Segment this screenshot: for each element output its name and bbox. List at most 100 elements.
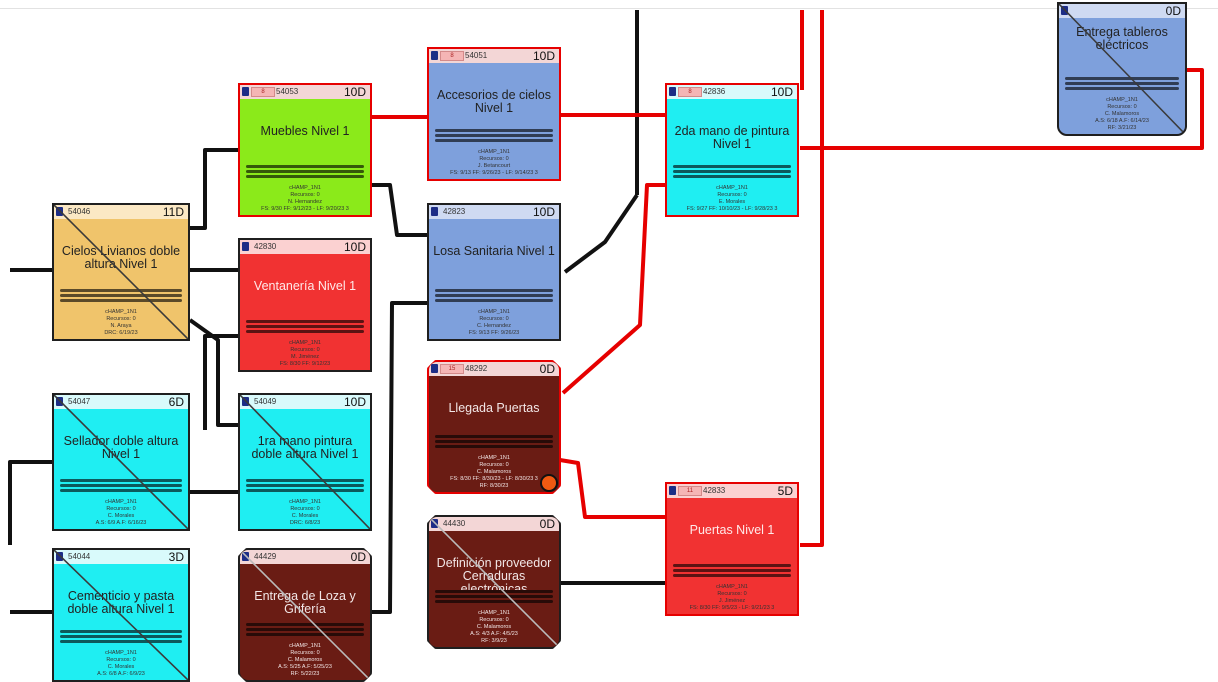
task-title: Ventanería Nivel 1 bbox=[253, 279, 357, 293]
flag-icon bbox=[431, 364, 438, 373]
strike-line bbox=[429, 517, 559, 647]
link bbox=[372, 301, 427, 614]
task-meta-line: J. Jiménez bbox=[718, 598, 746, 604]
task-meta-line: J. Betancourt bbox=[477, 163, 511, 169]
strike-line bbox=[54, 395, 188, 529]
task-meta-line: M. Jiménez bbox=[290, 354, 320, 360]
task-header: 42823 10D bbox=[429, 205, 559, 219]
priority-badge: 11 bbox=[678, 486, 702, 496]
strike-line bbox=[54, 550, 188, 680]
task-title: Muebles Nivel 1 bbox=[260, 124, 350, 138]
task-title: Sellador doble altura Nivel 1 bbox=[63, 434, 179, 461]
task-meta-line: FS: 9/30 FF: 9/12/23 - LF: 9/20/23 3 bbox=[261, 206, 349, 212]
link bbox=[800, 68, 1204, 150]
task-meta-line: Recursos: 0 bbox=[290, 506, 320, 512]
link bbox=[800, 10, 824, 547]
progress-bars bbox=[673, 165, 791, 185]
progress-bars bbox=[435, 129, 553, 149]
connector-handle[interactable] bbox=[540, 474, 558, 492]
task-meta-line: cHAMP_1N1 bbox=[289, 643, 321, 649]
task-meta-line: Recursos: 0 bbox=[290, 347, 320, 353]
task-meta-line: cHAMP_1N1 bbox=[478, 149, 510, 155]
task-meta-line: FS: 8/30 FF: 9/5/23 - LF: 9/21/23 3 bbox=[689, 605, 775, 611]
task-meta-line: cHAMP_1N1 bbox=[105, 499, 137, 505]
progress-bars bbox=[60, 479, 182, 499]
task-meta-line: Recursos: 0 bbox=[106, 506, 136, 512]
progress-bars bbox=[435, 289, 553, 309]
task-meta-line: cHAMP_1N1 bbox=[289, 340, 321, 346]
task-duration: 10D bbox=[770, 85, 793, 99]
task-meta-line: DRC: 6/19/23 bbox=[104, 330, 138, 336]
task-meta-line: DRC: 6/8/23 bbox=[289, 520, 321, 526]
task-duration: 0D bbox=[350, 550, 366, 564]
flag-icon bbox=[431, 207, 438, 216]
progress-bars bbox=[246, 623, 364, 643]
task-code: 54049 bbox=[254, 397, 277, 406]
task-title: Cielos Livianos doble altura Nivel 1 bbox=[61, 244, 181, 271]
strike-line bbox=[240, 550, 370, 680]
task-meta-line: FS: 9/13 FF: 9/26/23 - LF: 9/14/23 3 bbox=[450, 170, 538, 176]
task-title: 2da mano de pintura Nivel 1 bbox=[674, 124, 790, 151]
task-code: 54053 bbox=[276, 87, 299, 96]
priority-badge: 8 bbox=[678, 87, 702, 97]
task-meta-line: Recursos: 0 bbox=[290, 192, 320, 198]
task-meta-line: E. Morales bbox=[718, 199, 746, 205]
task-code: 42823 bbox=[443, 207, 466, 216]
task-meta-line: N. Araya bbox=[110, 323, 132, 329]
task-meta-line: N. Hernandez bbox=[288, 199, 322, 205]
progress-bars bbox=[246, 479, 364, 499]
task-meta-line: cHAMP_1N1 bbox=[478, 610, 510, 616]
task-duration: 0D bbox=[1165, 4, 1181, 18]
task-meta-line: FS: 8/30 FF: 9/12/23 bbox=[279, 361, 331, 367]
task-duration: 6D bbox=[168, 395, 184, 409]
task-meta-line: cHAMP_1N1 bbox=[478, 309, 510, 315]
task-code: 54046 bbox=[68, 207, 91, 216]
task-meta-line: cHAMP_1N1 bbox=[289, 185, 321, 191]
priority-badge: 8 bbox=[251, 87, 275, 97]
task-meta-line: cHAMP_1N1 bbox=[105, 309, 137, 315]
task-meta-line: A.S: 6/8 A.F: 6/9/23 bbox=[97, 671, 145, 677]
task-meta-line: cHAMP_1N1 bbox=[289, 499, 321, 505]
task-meta-line: A.S: 6/18 A.F: 6/14/23 bbox=[1095, 118, 1149, 124]
task-meta-line: RF: 8/30/23 bbox=[479, 483, 509, 489]
task-duration: 0D bbox=[539, 362, 555, 376]
progress-bars bbox=[246, 165, 364, 185]
task-meta-line: Recursos: 0 bbox=[106, 657, 136, 663]
task-meta-line: C. Malamoros bbox=[287, 657, 323, 663]
task-meta-line: Recursos: 0 bbox=[479, 156, 509, 162]
task-meta-line: FS: 9/13 FF: 9/26/23 bbox=[468, 330, 520, 336]
task-meta-line: cHAMP_1N1 bbox=[1106, 97, 1138, 103]
task-meta-line: C. Malamoros bbox=[1104, 111, 1140, 117]
task-duration: 10D bbox=[532, 205, 555, 219]
strike-line bbox=[240, 395, 370, 529]
link bbox=[563, 193, 639, 274]
task-meta-line: Recursos: 0 bbox=[479, 617, 509, 623]
task-meta-line: A.S: 6/9 A.F: 6/16/23 bbox=[95, 520, 147, 526]
priority-badge: 8 bbox=[440, 51, 464, 61]
task-meta-line: Recursos: 0 bbox=[479, 316, 509, 322]
task-code: 54044 bbox=[68, 552, 91, 561]
